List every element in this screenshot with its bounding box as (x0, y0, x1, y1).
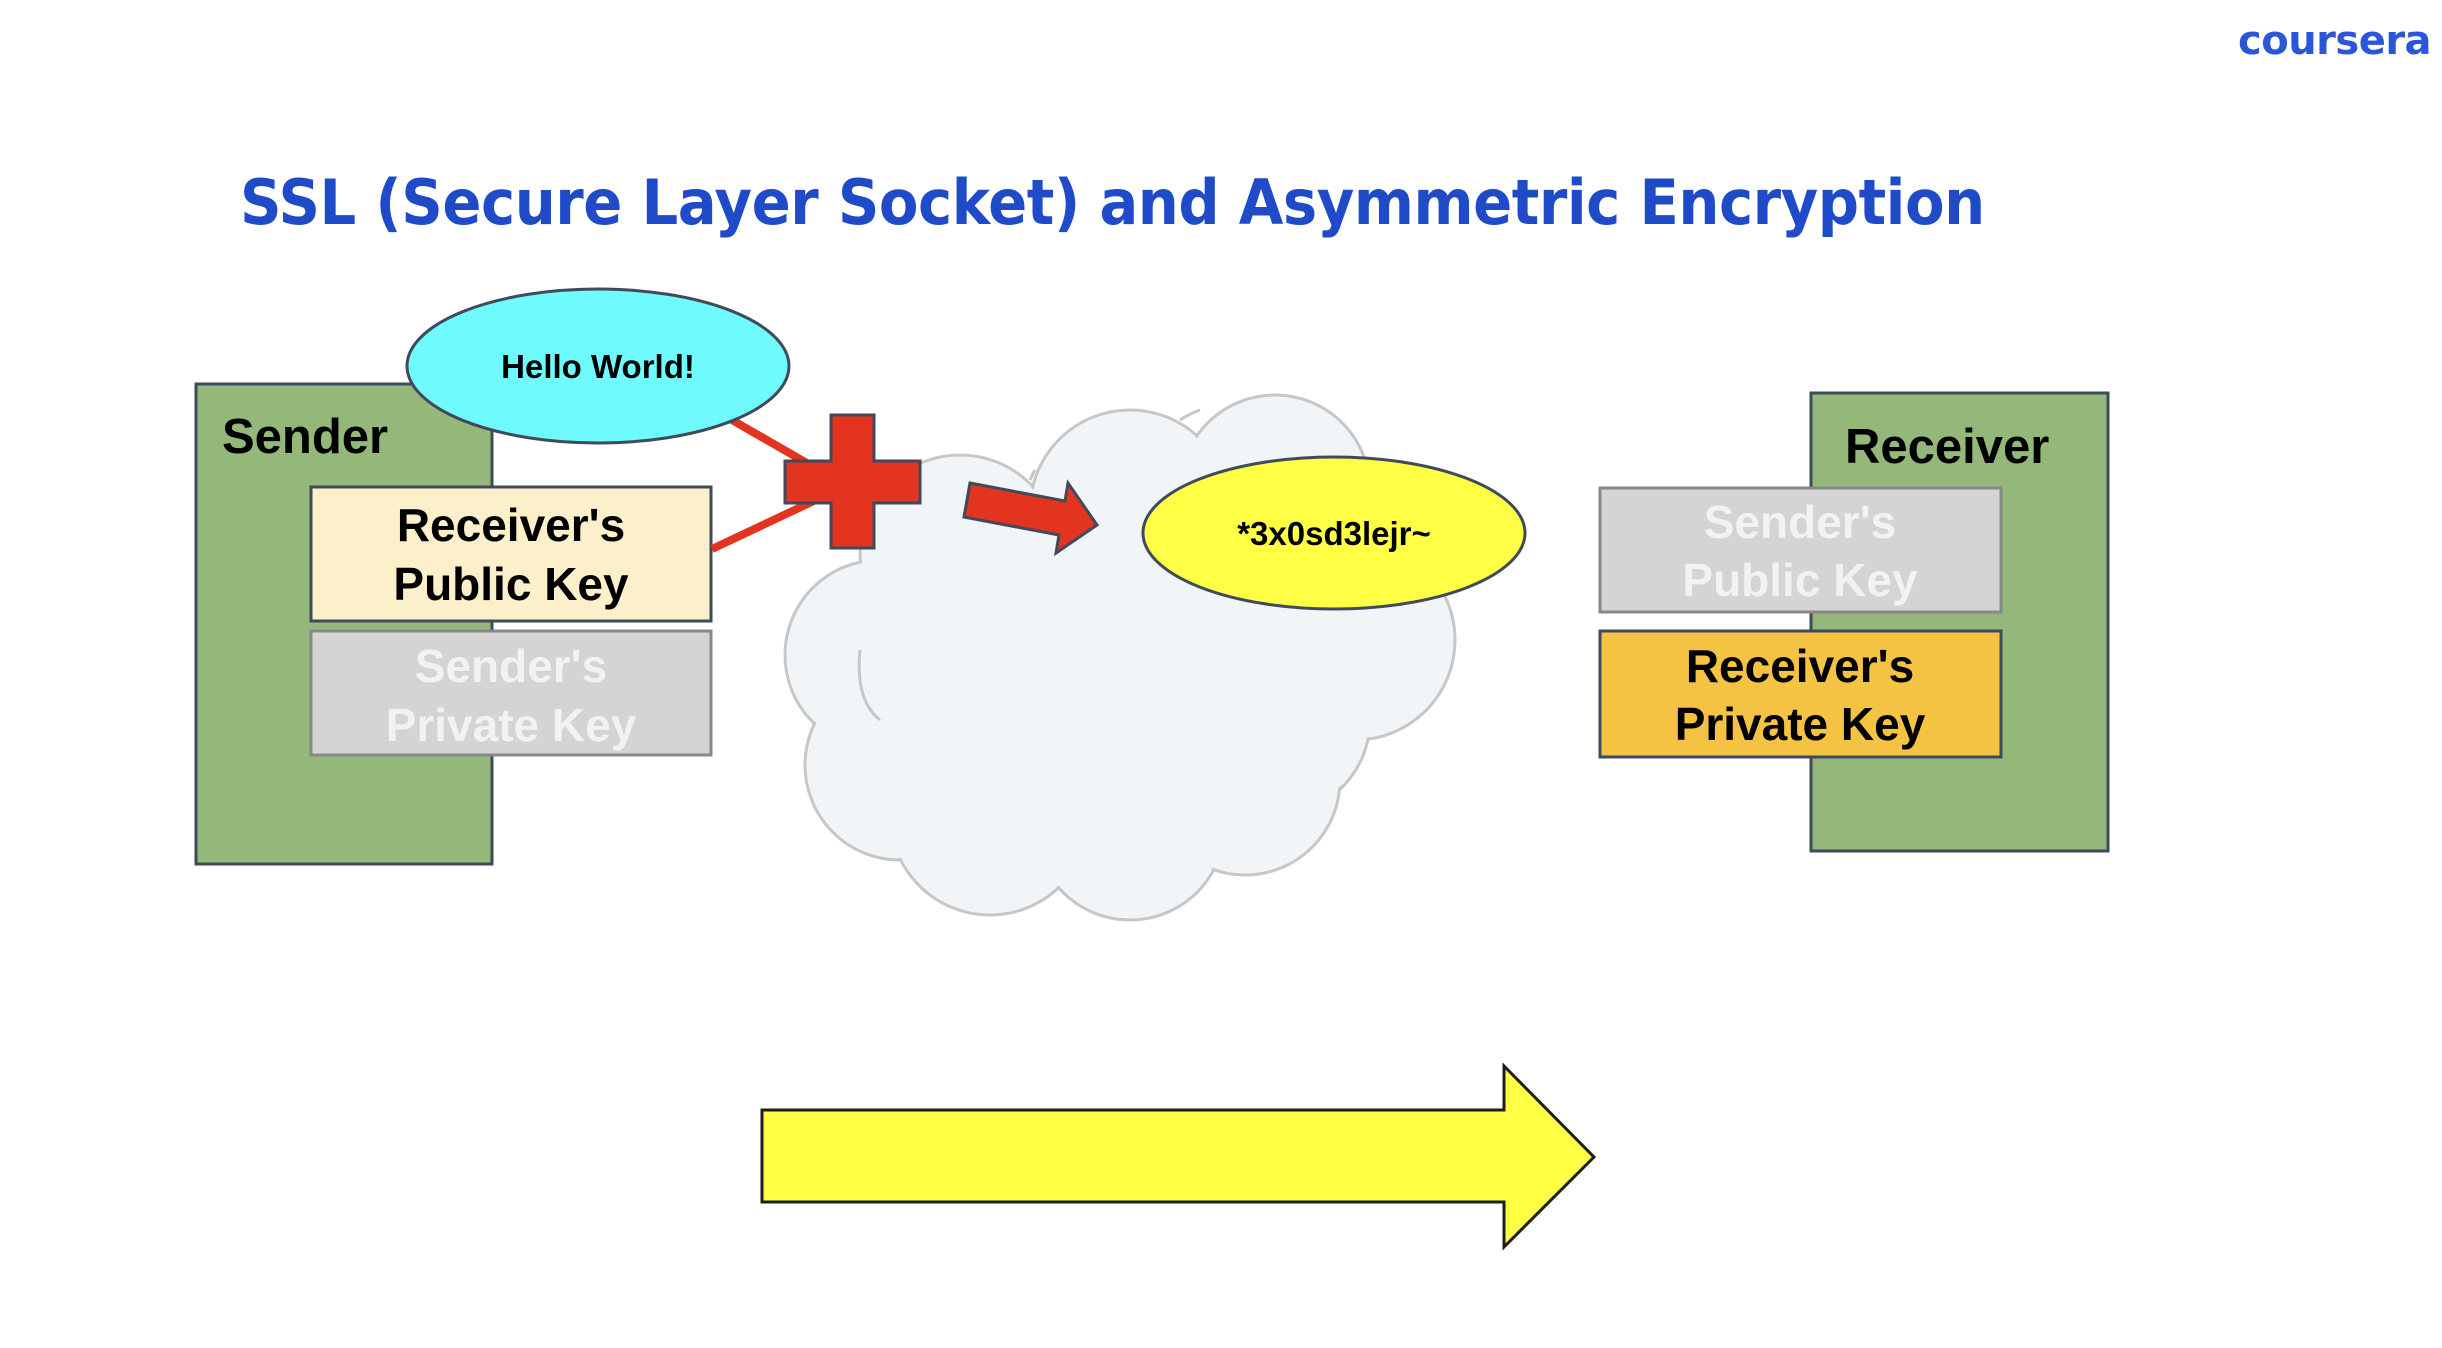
plaintext-connector (730, 416, 814, 470)
key-connector (710, 494, 822, 553)
slide-title: SSL (Secure Layer Socket) and Asymmetric… (240, 166, 1985, 239)
sender-party: Sender Receiver's Public Key Sender's Pr… (194, 382, 713, 866)
coursera-logo: coursera (2238, 18, 2432, 64)
plus-icon (783, 413, 922, 550)
operator-connectors (710, 416, 822, 553)
receiver-public-key-line1: Sender's (1704, 496, 1896, 548)
sender-public-key-line1: Receiver's (397, 499, 625, 551)
receiver-private-key-line1: Receiver's (1686, 640, 1914, 692)
sender-public-key-card: Receiver's Public Key (309, 485, 713, 623)
receiver-private-key-line2: Private Key (1675, 698, 1926, 750)
ciphertext-message: *3x0sd3lejr~ (1237, 515, 1431, 552)
plaintext-message: Hello World! (501, 348, 695, 385)
ciphertext-bubble: *3x0sd3lejr~ (1141, 455, 1527, 611)
sender-private-key-card: Sender's Private Key (309, 629, 713, 757)
sender-label: Sender (222, 410, 388, 464)
sender-private-key-line2: Private Key (386, 699, 637, 751)
receiver-label: Receiver (1845, 420, 2049, 474)
receiver-public-key-line2: Public Key (1682, 554, 1918, 606)
plaintext-bubble: Hello World! (405, 287, 791, 445)
sender-public-key-line2: Public Key (393, 558, 629, 610)
receiver-private-key-card: Receiver's Private Key (1598, 629, 2003, 759)
flow-arrow-icon (760, 1062, 1597, 1251)
sender-box (194, 382, 494, 866)
receiver-public-key-card: Sender's Public Key (1598, 486, 2003, 614)
sender-private-key-line1: Sender's (415, 640, 607, 692)
encrypt-arrow-icon (962, 479, 1100, 557)
receiver-party: Receiver Sender's Public Key Receiver's … (1598, 391, 2110, 853)
receiver-box (1809, 391, 2110, 853)
